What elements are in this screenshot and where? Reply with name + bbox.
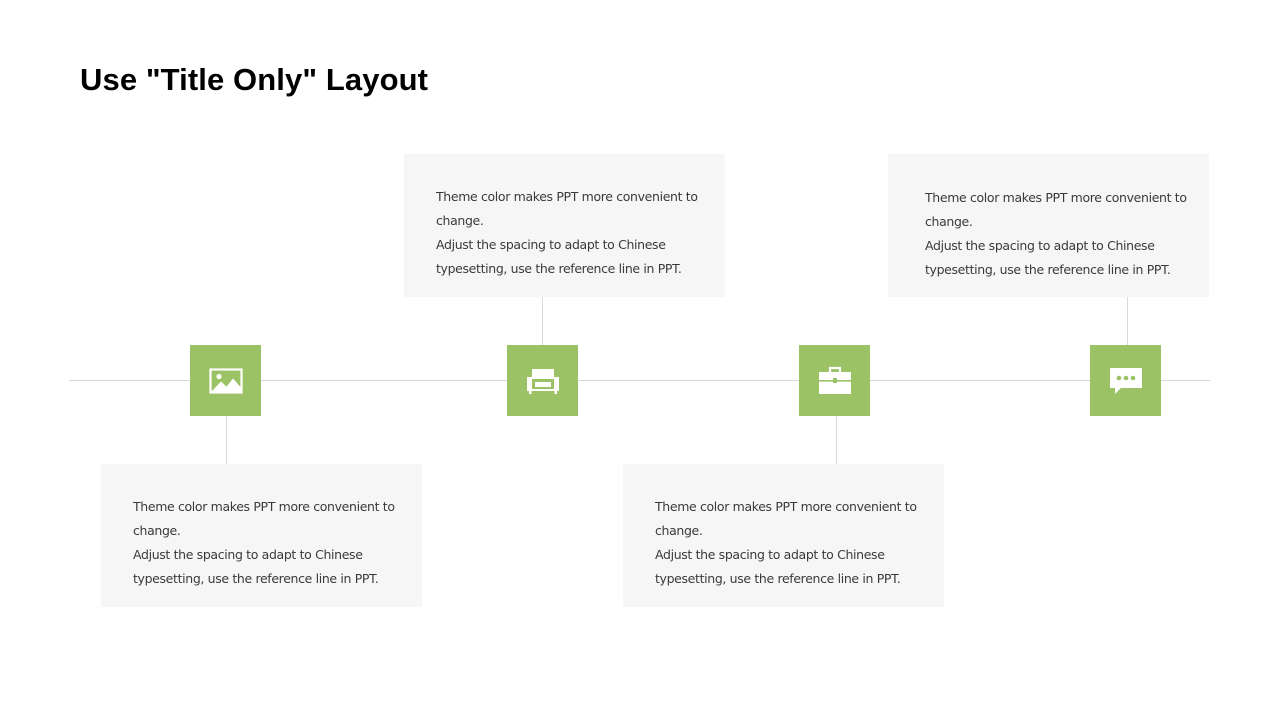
armchair-icon <box>526 367 560 395</box>
timeline-line <box>69 380 1210 381</box>
timeline-card-4: Theme color makes PPT more convenient to… <box>888 154 1209 297</box>
card-text-4: Theme color makes PPT more convenient to… <box>925 186 1187 282</box>
slide-title: Use "Title Only" Layout <box>80 62 429 97</box>
chat-bubble-icon <box>1109 367 1143 395</box>
card-2-paragraph-1: Theme color makes PPT more convenient to… <box>436 189 698 228</box>
card-4-paragraph-1: Theme color makes PPT more convenient to… <box>925 190 1187 229</box>
card-text-3: Theme color makes PPT more convenient to… <box>655 495 917 591</box>
card-4-paragraph-2: Adjust the spacing to adapt to Chinese t… <box>925 238 1171 277</box>
card-text-1: Theme color makes PPT more convenient to… <box>133 495 395 591</box>
card-1-paragraph-2: Adjust the spacing to adapt to Chinese t… <box>133 547 379 586</box>
timeline-node-2 <box>507 345 578 416</box>
timeline-node-1 <box>190 345 261 416</box>
card-1-paragraph-1: Theme color makes PPT more convenient to… <box>133 499 395 538</box>
connector-1 <box>226 416 227 464</box>
timeline-card-1: Theme color makes PPT more convenient to… <box>101 464 422 607</box>
connector-2 <box>542 297 543 345</box>
card-3-paragraph-2: Adjust the spacing to adapt to Chinese t… <box>655 547 901 586</box>
briefcase-icon <box>818 366 852 396</box>
timeline-card-3: Theme color makes PPT more convenient to… <box>623 464 944 607</box>
card-2-paragraph-2: Adjust the spacing to adapt to Chinese t… <box>436 237 682 276</box>
card-3-paragraph-1: Theme color makes PPT more convenient to… <box>655 499 917 538</box>
card-text-2: Theme color makes PPT more convenient to… <box>436 185 698 281</box>
timeline-node-4 <box>1090 345 1161 416</box>
connector-3 <box>836 416 837 464</box>
connector-4 <box>1127 297 1128 345</box>
timeline-card-2: Theme color makes PPT more convenient to… <box>404 154 725 297</box>
timeline-node-3 <box>799 345 870 416</box>
picture-icon <box>208 367 243 394</box>
